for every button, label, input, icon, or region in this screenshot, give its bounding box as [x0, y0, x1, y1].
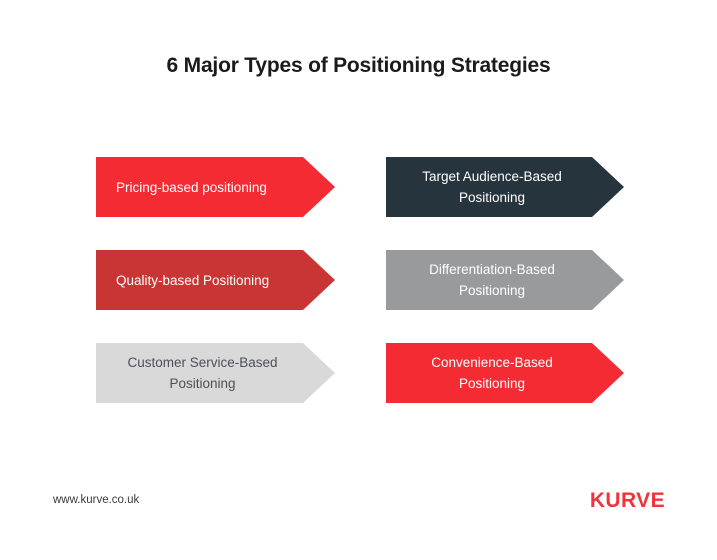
strategy-label: Customer Service-Based Positioning	[127, 355, 278, 391]
strategy-row: Quality-based Positioning Differentiatio…	[0, 250, 717, 343]
strategy-label: Differentiation-Based Positioning	[429, 262, 555, 298]
strategy-label: Target Audience-Based Positioning	[422, 169, 562, 205]
strategy-row: Customer Service-Based Positioning Conve…	[0, 343, 717, 436]
kurve-logo: KURVE	[589, 489, 665, 512]
page-title: 6 Major Types of Positioning Strategies	[166, 54, 551, 77]
strategy-arrow-customer-service[interactable]: Customer Service-Based Positioning	[96, 343, 335, 403]
strategy-label: Pricing-based positioning	[116, 179, 267, 195]
strategy-arrow-differentiation[interactable]: Differentiation-Based Positioning	[386, 250, 624, 310]
strategy-arrow-target-audience[interactable]: Target Audience-Based Positioning	[386, 157, 624, 217]
strategy-label: Quality-based Positioning	[116, 272, 270, 288]
strategy-arrow-grid: Pricing-based positioning Target Audienc…	[0, 157, 717, 436]
strategy-arrow-convenience[interactable]: Convenience-Based Positioning	[386, 343, 624, 403]
strategy-arrow-quality[interactable]: Quality-based Positioning	[96, 250, 335, 310]
footer-website-url: www.kurve.co.uk	[53, 494, 140, 506]
strategy-arrow-pricing[interactable]: Pricing-based positioning	[96, 157, 335, 217]
strategy-label: Convenience-Based Positioning	[431, 355, 553, 391]
strategy-row: Pricing-based positioning Target Audienc…	[0, 157, 717, 250]
